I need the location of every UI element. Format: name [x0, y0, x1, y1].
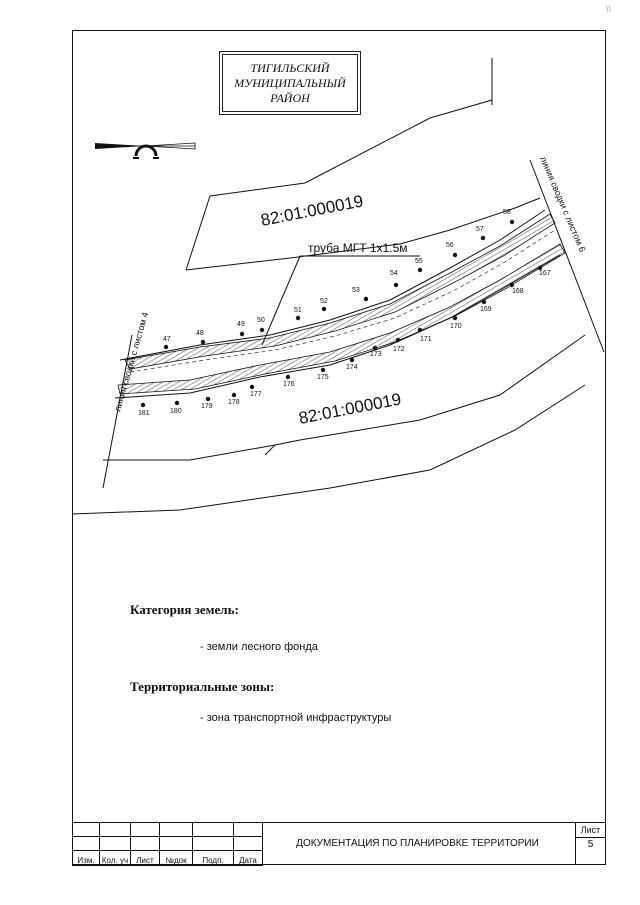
point-label: 49	[237, 321, 245, 328]
revision-table: Изм. Кол. уч Лист №док Подп. Дата	[72, 822, 263, 866]
sheet-number: 5	[587, 839, 594, 850]
lower-points	[140, 265, 543, 408]
point-label: 175	[317, 374, 329, 381]
district-label-box: ТИГИЛЬСКИЙ МУНИЦИПАЛЬНЫЙ РАЙОН	[219, 51, 361, 115]
parcel-label-lower: 82:01:000019	[297, 389, 403, 427]
point-label: 174	[346, 364, 358, 371]
point-label: 48	[196, 330, 204, 337]
pipe-label: труба МГТ 1x1.5м	[308, 241, 408, 255]
title-block: Изм. Кол. уч Лист №док Подп. Дата ДОКУМЕ…	[72, 822, 606, 866]
corner-mark: \\	[606, 4, 612, 14]
sheet-label: Лист	[576, 823, 605, 838]
col-list: Лист	[130, 850, 160, 866]
point-label: 57	[476, 226, 484, 233]
col-ndok: №док	[159, 850, 193, 866]
district-line-1: ТИГИЛЬСКИЙ	[250, 60, 330, 75]
point-label: 178	[228, 399, 240, 406]
point-label: 58	[503, 209, 511, 216]
point-label: 47	[163, 336, 171, 343]
point-label: 177	[250, 391, 262, 398]
upper-points	[163, 219, 515, 350]
point-label: 168	[512, 288, 524, 295]
zones-item: - зона транспортной инфраструктуры	[200, 712, 392, 724]
road-strips	[117, 213, 566, 395]
point-label: 179	[201, 403, 213, 410]
point-label: 52	[320, 298, 328, 305]
point-label: 169	[480, 306, 492, 313]
category-item: - земли лесного фонда	[200, 641, 318, 653]
point-label: 180	[170, 408, 182, 415]
point-label: 55	[415, 258, 423, 265]
point-label: 172	[393, 346, 405, 353]
point-label: 56	[446, 242, 454, 249]
col-data: Дата	[233, 850, 263, 866]
district-line-3: РАЙОН	[270, 90, 310, 105]
point-label: 181	[138, 410, 150, 417]
col-podp: Подп.	[192, 850, 234, 866]
north-arrow-icon	[95, 142, 196, 159]
col-kol-uch: Кол. уч	[99, 850, 131, 866]
point-label: 173	[370, 351, 382, 358]
document-title: ДОКУМЕНТАЦИЯ ПО ПЛАНИРОВКЕ ТЕРРИТОРИИ	[260, 822, 576, 865]
point-label: 167	[539, 270, 551, 277]
point-label: 171	[420, 336, 432, 343]
match-line-right-label: линия сводки с листом 6	[538, 155, 587, 254]
parcel-label-upper: 82:01:000019	[259, 191, 365, 229]
zones-heading: Территориальные зоны:	[130, 679, 275, 694]
point-label: 53	[352, 287, 360, 294]
point-label: 170	[450, 323, 462, 330]
point-label: 50	[257, 317, 265, 324]
lower-point-labels: 181 180 179 178 177 176 175 174 173 172 …	[138, 270, 551, 417]
category-heading: Категория земель:	[130, 602, 239, 617]
point-label: 54	[390, 270, 398, 277]
upper-point-labels: 47 48 49 50 51 52 53 54 55 56 57 58	[163, 209, 511, 343]
district-line-2: МУНИЦИПАЛЬНЫЙ	[234, 75, 346, 90]
map-lines	[71, 58, 605, 515]
sheet-cell: Лист 5	[576, 822, 606, 865]
col-izm: Изм.	[72, 850, 100, 866]
point-label: 176	[283, 381, 295, 388]
point-label: 51	[294, 307, 302, 314]
